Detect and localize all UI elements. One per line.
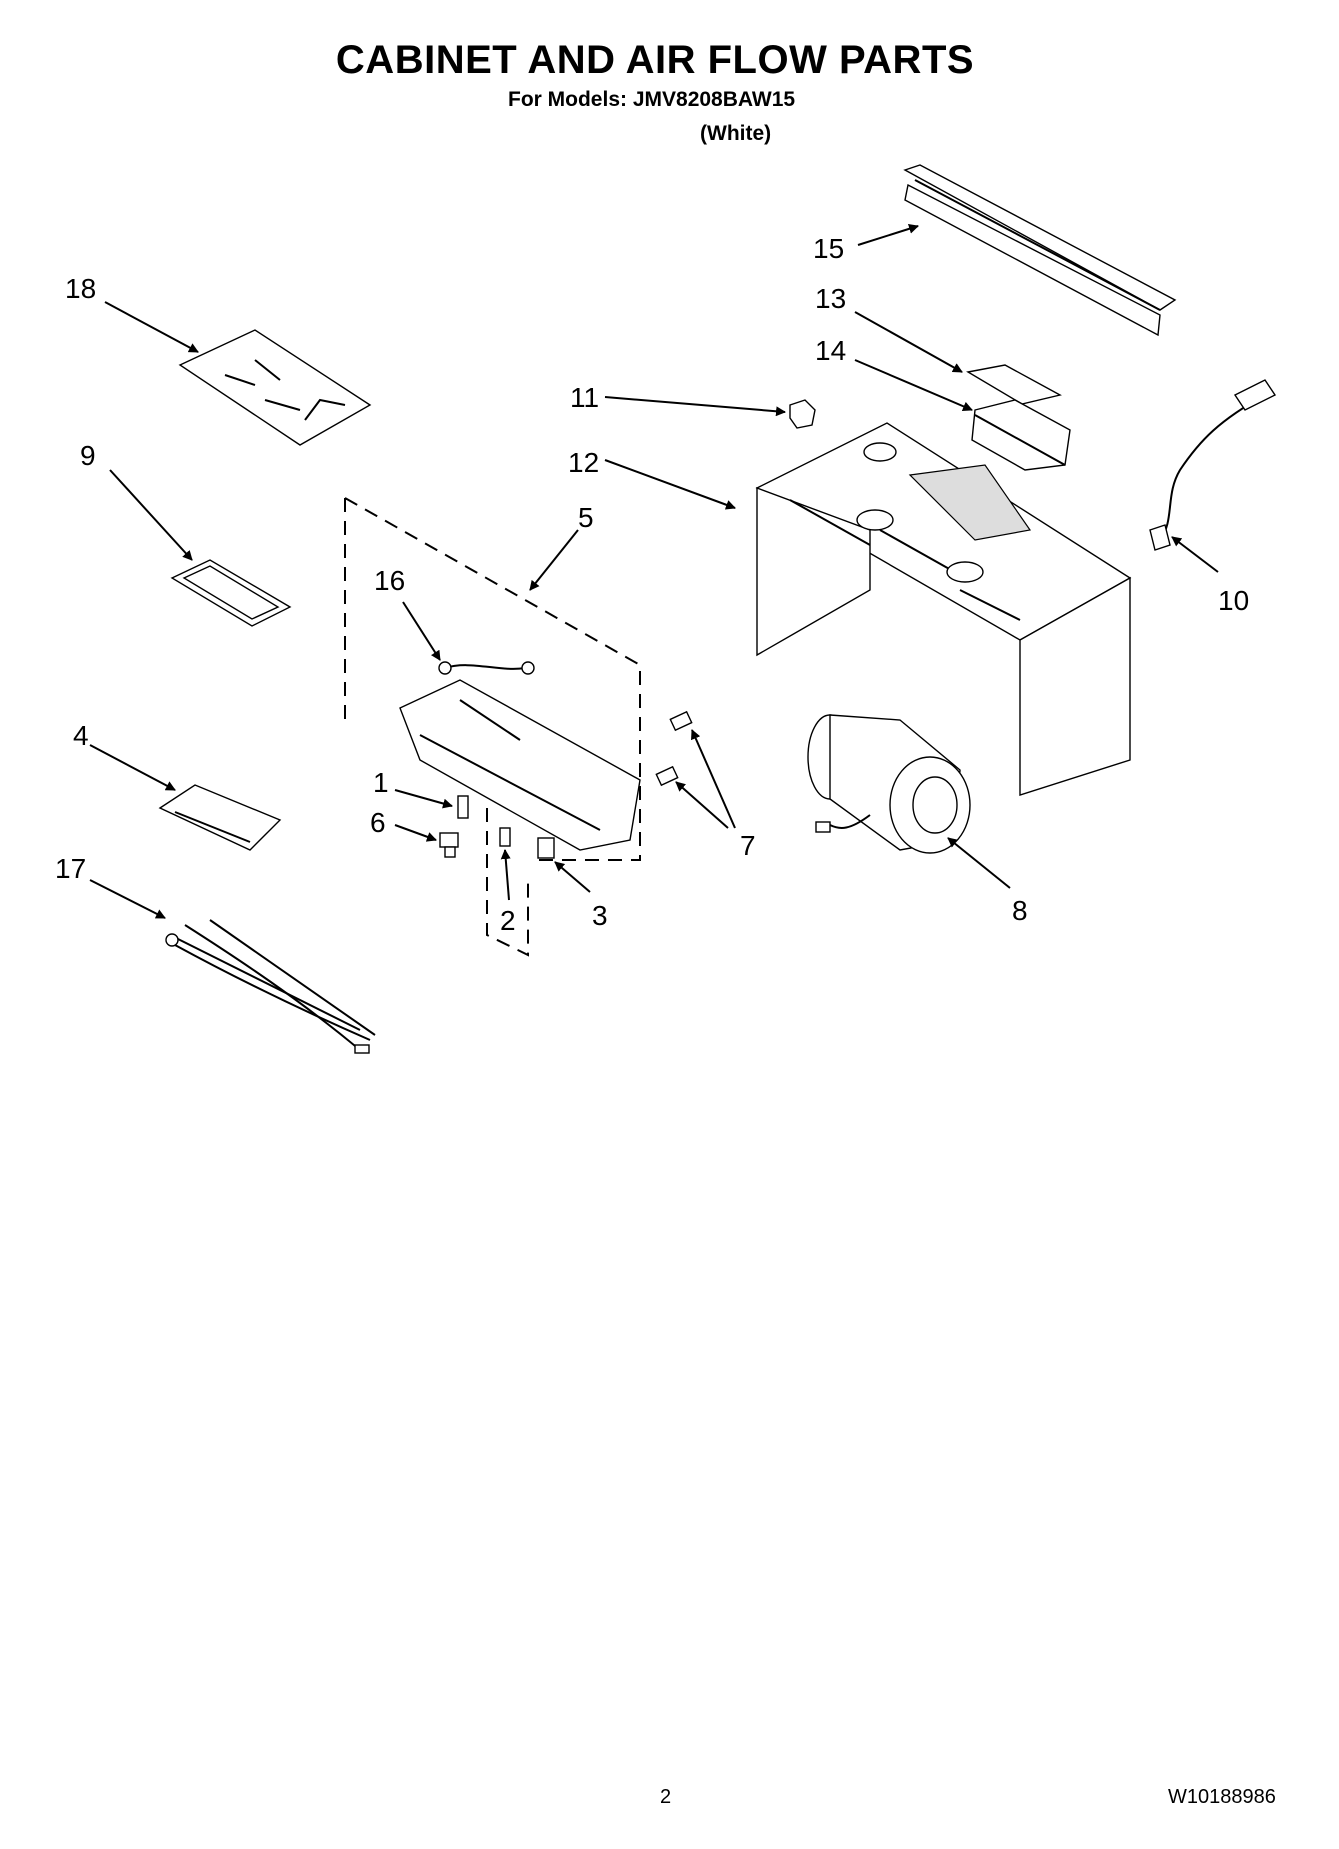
callout-18: 18 — [65, 273, 96, 304]
callout-6: 6 — [370, 807, 386, 838]
callout-17: 17 — [55, 853, 86, 884]
part-3-switch-block — [537, 837, 555, 859]
part-12-cabinet — [755, 422, 1132, 796]
page-title: CABINET AND AIR FLOW PARTS — [335, 38, 975, 82]
callout-13: 13 — [815, 283, 846, 314]
callout-7: 7 — [740, 830, 756, 861]
part-4-light-cover — [158, 784, 282, 851]
part-14-damper — [971, 399, 1071, 471]
callout-10: 10 — [1218, 585, 1249, 616]
callout-15: 15 — [813, 233, 844, 264]
callout-1: 1 — [373, 767, 389, 798]
callout-9: 9 — [80, 440, 96, 471]
callout-14: 14 — [815, 335, 846, 366]
sub-assembly-outline — [486, 808, 529, 957]
page-number: 2 — [660, 1786, 672, 1808]
part-16-thermal-sensor — [438, 661, 535, 675]
callout-8: 8 — [1012, 895, 1028, 926]
part-1-fuse — [457, 795, 469, 819]
part-13-filter-strip — [966, 364, 1062, 405]
part-2-switch — [499, 827, 511, 847]
callout-2: 2 — [500, 905, 516, 936]
part-10-power-cord — [1149, 379, 1277, 551]
part-7-brackets — [655, 710, 693, 787]
callout-5: 5 — [578, 502, 594, 533]
part-18-hardware-bag — [178, 329, 372, 446]
part-9-filter — [170, 559, 292, 627]
part-17-wire-harness — [165, 919, 376, 1054]
callout-16: 16 — [374, 565, 405, 596]
callout-4: 4 — [73, 720, 89, 751]
callout-12: 12 — [568, 447, 599, 478]
document-number: W10188986 — [1168, 1786, 1276, 1808]
callout-3: 3 — [592, 900, 608, 931]
part-15-vent-grille — [903, 164, 1177, 337]
color-variant: (White) — [700, 122, 772, 145]
part-6-thermostat — [439, 832, 459, 858]
part-8-blower-motor — [807, 714, 971, 854]
part-5-bracket-assembly — [344, 497, 641, 861]
callout-11: 11 — [570, 382, 599, 413]
models-line: For Models: JMV8208BAW15 — [508, 88, 796, 111]
part-11-clip — [789, 399, 816, 429]
leader-lines — [89, 223, 1219, 919]
